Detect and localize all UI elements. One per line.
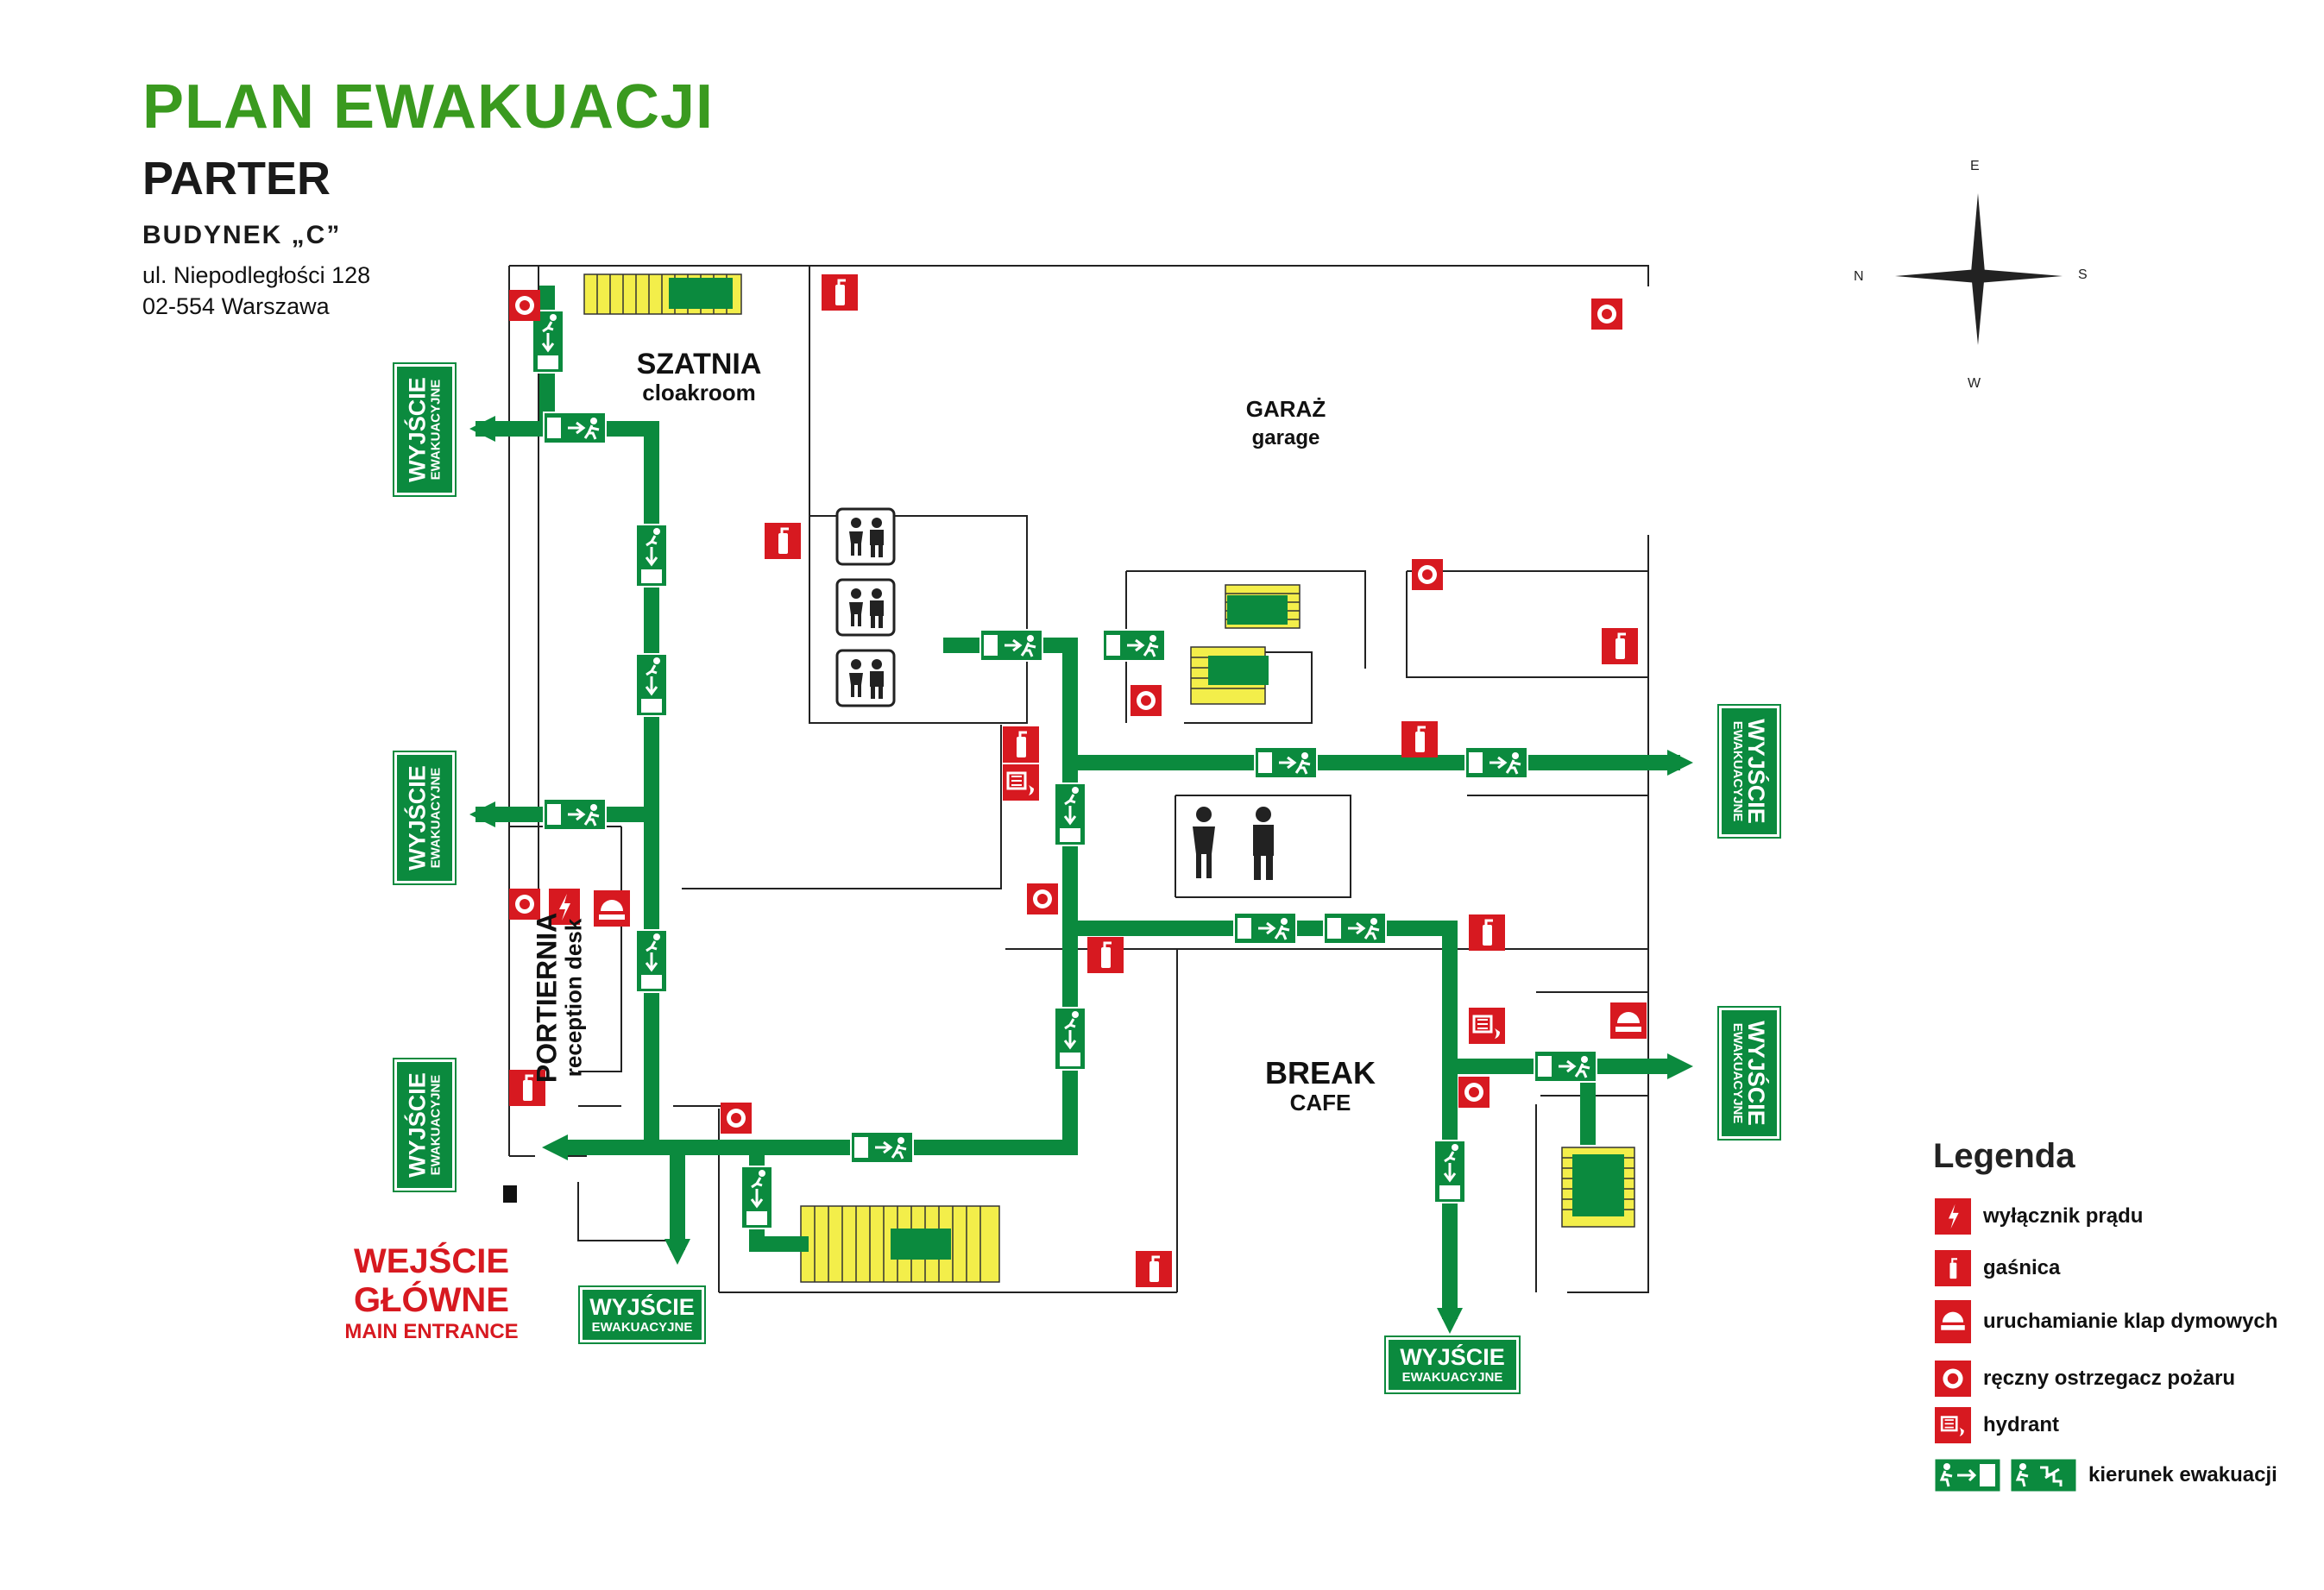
compass-w: W: [1968, 376, 1981, 391]
room-reception: PORTIERNIA reception desk: [531, 912, 587, 1084]
compass-n: N: [1854, 269, 1864, 284]
compass-rose: [1895, 193, 2063, 345]
floor-label: PARTER: [142, 153, 331, 204]
plan-title: PLAN EWAKUACJI: [142, 72, 715, 141]
fire-alarm-icon: [1935, 1361, 1971, 1397]
address-city: 02-554 Warszawa: [142, 293, 330, 319]
lifts: [835, 507, 896, 707]
legend-item-hydrant: hydrant: [1935, 1406, 2059, 1444]
evacuation-signs: [531, 278, 1624, 1260]
address-street: ul. Niepodległości 128: [142, 262, 371, 288]
hydrant-icon: [1935, 1407, 1971, 1443]
route-arrowheads: [469, 416, 1693, 1334]
room-garage: GARAŻ garage: [1245, 396, 1326, 449]
legend-item-smoke-vent: uruchamianie klap dymowych: [1935, 1300, 2277, 1343]
legend-item-power-switch: wyłącznik prądu: [1935, 1197, 2143, 1235]
fire-extinguisher-icon: [1935, 1250, 1971, 1286]
room-cafe: BREAK CAFE: [1264, 1055, 1376, 1116]
building-label: BUDYNEK „C”: [142, 221, 342, 249]
smoke-vent-icon: [1935, 1300, 1971, 1343]
legend-item-fire-alarm: ręczny ostrzegacz pożaru: [1935, 1360, 2235, 1398]
compass-s: S: [2078, 267, 2088, 282]
power-switch-icon: [1935, 1198, 1971, 1235]
main-entrance-label: WEJŚCIE GŁÓWNE MAIN ENTRANCE: [344, 1242, 519, 1343]
evacuation-direction-icon: [1935, 1459, 2076, 1492]
legend-item-evacuation-direction: kierunek ewakuacji: [1935, 1456, 2277, 1494]
compass-e: E: [1970, 159, 1980, 173]
legend-item-extinguisher: gaśnica: [1935, 1249, 2060, 1287]
legend-title: Legenda: [1933, 1137, 2075, 1175]
wc-icons: [1193, 807, 1274, 880]
room-cloakroom: SZATNIA cloakroom: [636, 348, 762, 406]
